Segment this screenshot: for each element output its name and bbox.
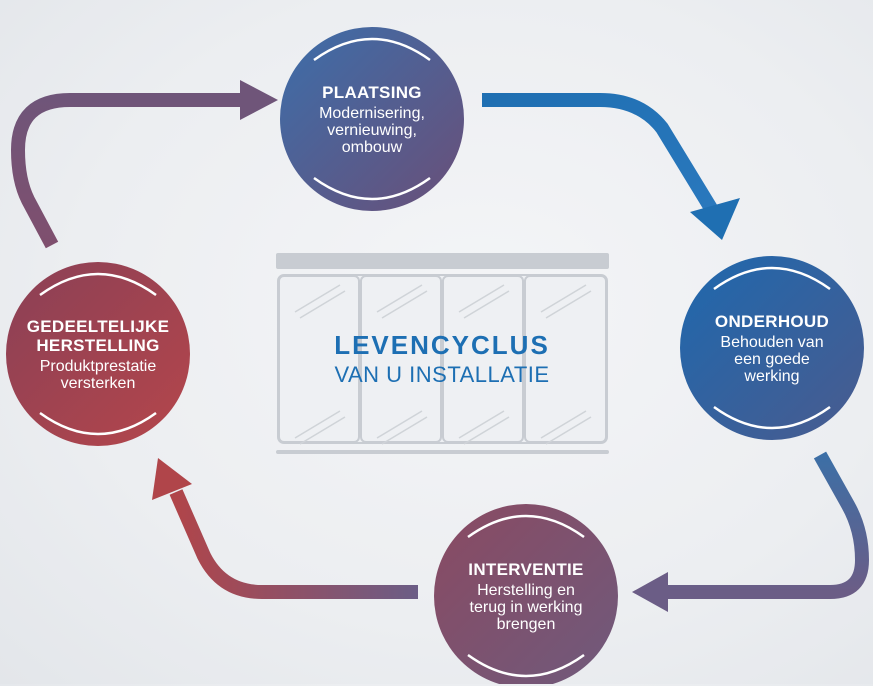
arrow-interventie-to-gedeeltelijke (152, 458, 418, 599)
node-gedeeltelijke-desc: Produktprestatie versterken (39, 357, 157, 392)
node-onderhoud-title: ONDERHOUD (714, 311, 830, 331)
node-gedeeltelijke: GEDEELTELIJKE HERSTELLING Produktprestat… (8, 264, 188, 444)
node-interventie: INTERVENTIE Herstelling en terug in werk… (436, 506, 616, 686)
arrow-onderhoud-to-interventie (632, 451, 870, 612)
decorative-arcs (39, 37, 831, 678)
node-interventie-circle (434, 504, 618, 684)
node-plaatsing: PLAATSING Modernisering, vernieuwing, om… (282, 29, 462, 209)
node-plaatsing-desc: Modernisering, vernieuwing, ombouw (319, 104, 425, 156)
arrow-plaatsing-to-onderhoud (482, 93, 740, 240)
node-plaatsing-circle (280, 27, 464, 211)
center-title: LEVENCYCLUS (334, 330, 550, 360)
node-interventie-desc: Herstelling en terug in werking brengen (469, 581, 583, 633)
node-gedeeltelijke-title: GEDEELTELIJKE HERSTELLING (26, 316, 170, 355)
node-interventie-title: INTERVENTIE (468, 559, 584, 579)
node-onderhoud-desc: Behouden van een goede werking (720, 333, 824, 385)
node-gedeeltelijke-circle (6, 262, 190, 446)
window-illustration (276, 253, 609, 454)
node-plaatsing-title: PLAATSING (322, 82, 422, 102)
center-subtitle: VAN U INSTALLATIE (334, 362, 550, 387)
node-onderhoud: ONDERHOUD Behouden van een goede werking (682, 258, 862, 438)
arrow-gedeeltelijke-to-plaatsing (10, 80, 278, 249)
node-onderhoud-circle (680, 256, 864, 440)
